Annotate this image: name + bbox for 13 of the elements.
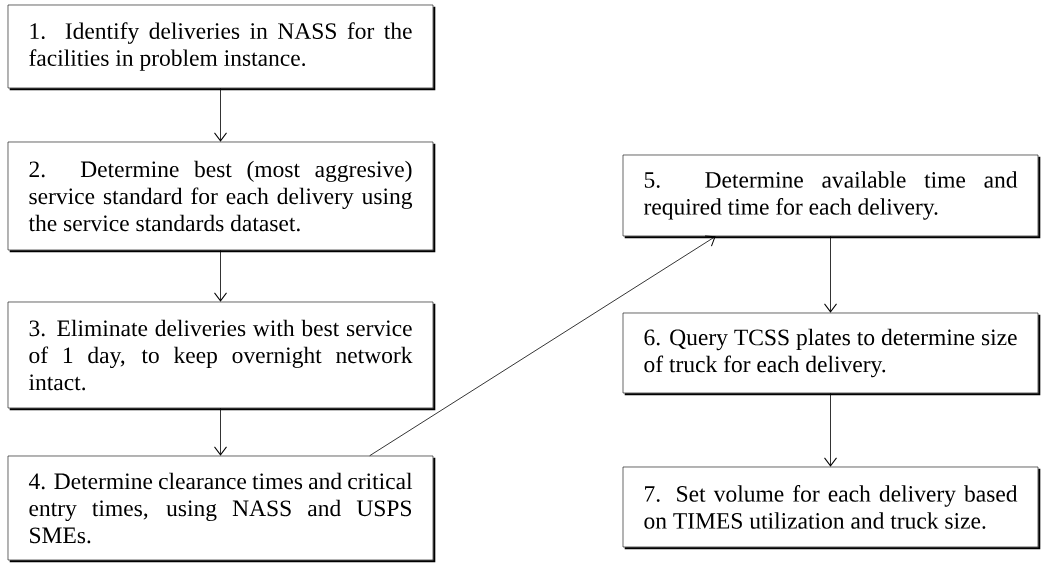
- arrow: [824, 235, 837, 313]
- arrow: [214, 87, 227, 142]
- arrow: [824, 392, 837, 467]
- arrow: [369, 235, 716, 457]
- process-box: 5. Determine available time and required time for each delivery.: [622, 154, 1041, 239]
- arrow: [214, 407, 227, 456]
- process-box: 1. Identify deliveries in NASS for the facilities in problem instance.: [7, 4, 436, 91]
- arrow: [214, 249, 227, 302]
- process-box: 6. Query TCSS plates to determine size of truck for each delivery.: [622, 312, 1041, 396]
- process-box: 7. Set volume for each delivery based on TIMES utilization and truck size.: [622, 466, 1041, 550]
- process-box: 2. Determine best (most aggresive) service standard for each delivery using the service standards dataset.: [7, 141, 436, 253]
- process-box: 4. Determine clearance times and critical entry times, using NASS and USPS SMEs.: [7, 455, 436, 563]
- process-box: 3. Eliminate deliveries with best service of 1 day, to keep overnight network intact.: [7, 301, 436, 411]
